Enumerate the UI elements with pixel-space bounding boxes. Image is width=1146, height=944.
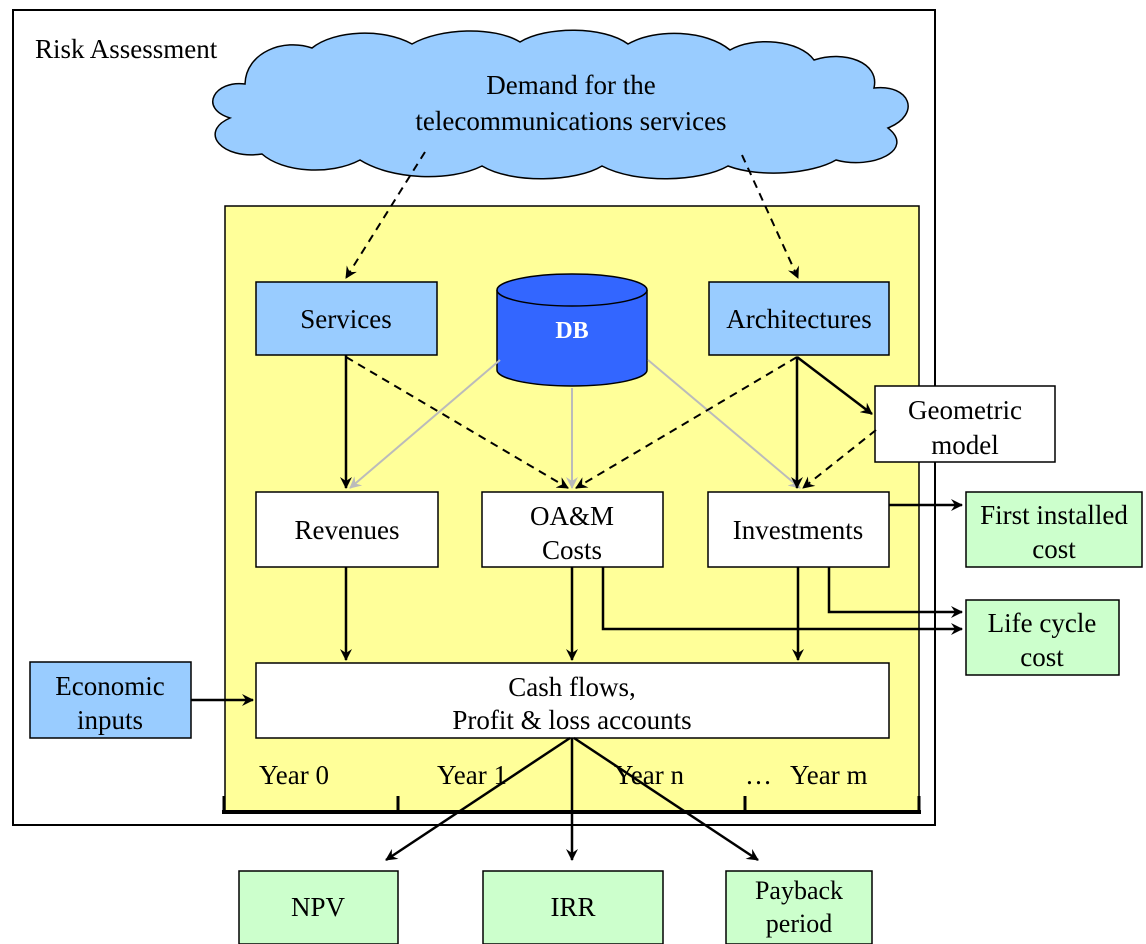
demand-cloud: Demand for the telecommunications servic… [212,29,909,180]
geometric-line-1: Geometric [908,395,1022,425]
first-installed-cost-box: First installed cost [965,491,1143,568]
first-installed-line-1: First installed [980,500,1128,530]
irr-label: IRR [550,892,595,922]
investments-box: Investments [707,491,890,568]
architectures-to-geometric-arrow [796,356,873,415]
cash-line-1: Cash flows, [508,672,636,702]
oam-to-life-cycle-arrow [601,567,963,635]
cashflows-to-payback-arrow [573,736,759,862]
revenues-box: Revenues [255,491,439,568]
oam-line-1: OA&M [530,501,614,531]
irr-box: IRR [482,870,664,944]
economic-inputs-box: Economic inputs [29,661,192,739]
services-to-oam-arrow [345,356,569,489]
life-cycle-line-2: cost [1020,642,1064,672]
cloud-line-2: telecommunications services [415,106,726,136]
cashflows-to-npv-arrow [385,736,571,862]
npv-label: NPV [291,892,346,922]
cloud-line-1: Demand for the [486,70,655,100]
db-label: DB [555,318,588,344]
architectures-label: Architectures [726,304,871,334]
payback-line-1: Payback [755,876,843,905]
npv-box: NPV [238,870,399,944]
cloud-to-services-arrow [345,151,426,279]
payback-line-2: period [766,909,832,938]
geometric-to-investments-arrow [802,429,877,489]
db-to-investments-arrow [647,359,801,489]
risk-assessment-title: Risk Assessment [35,34,218,64]
timeline-ellipsis: … [745,760,772,790]
architectures-box: Architectures [708,281,890,356]
oam-line-2: Costs [542,535,602,565]
investments-to-life-cycle-arrow [827,567,963,618]
geometric-line-2: model [931,430,999,460]
investments-label: Investments [733,515,863,545]
payback-period-box: Payback period [725,870,873,944]
revenues-label: Revenues [295,515,400,545]
cash-flows-box: Cash flows, Profit & loss accounts [255,662,890,739]
cloud-to-architectures-arrow [741,154,799,279]
economic-line-2: inputs [77,705,143,735]
architectures-to-oam-arrow [575,356,798,489]
timeline-year-n: Year n [614,760,685,790]
db-to-revenues-arrow [349,359,501,489]
first-installed-line-2: cost [1032,534,1076,564]
life-cycle-cost-box: Life cycle cost [965,599,1120,676]
timeline-year-m: Year m [790,760,868,790]
services-label: Services [300,304,391,334]
timeline-year-1: Year 1 [437,760,507,790]
oam-costs-box: OA&M Costs [481,491,664,568]
services-box: Services [255,281,438,356]
life-cycle-line-1: Life cycle [988,608,1097,638]
database-cylinder: DB [496,273,648,387]
cash-line-2: Profit & loss accounts [452,705,691,735]
timeline-year-0: Year 0 [259,760,329,790]
geometric-model-box: Geometric model [874,385,1056,463]
economic-line-1: Economic [55,671,164,701]
